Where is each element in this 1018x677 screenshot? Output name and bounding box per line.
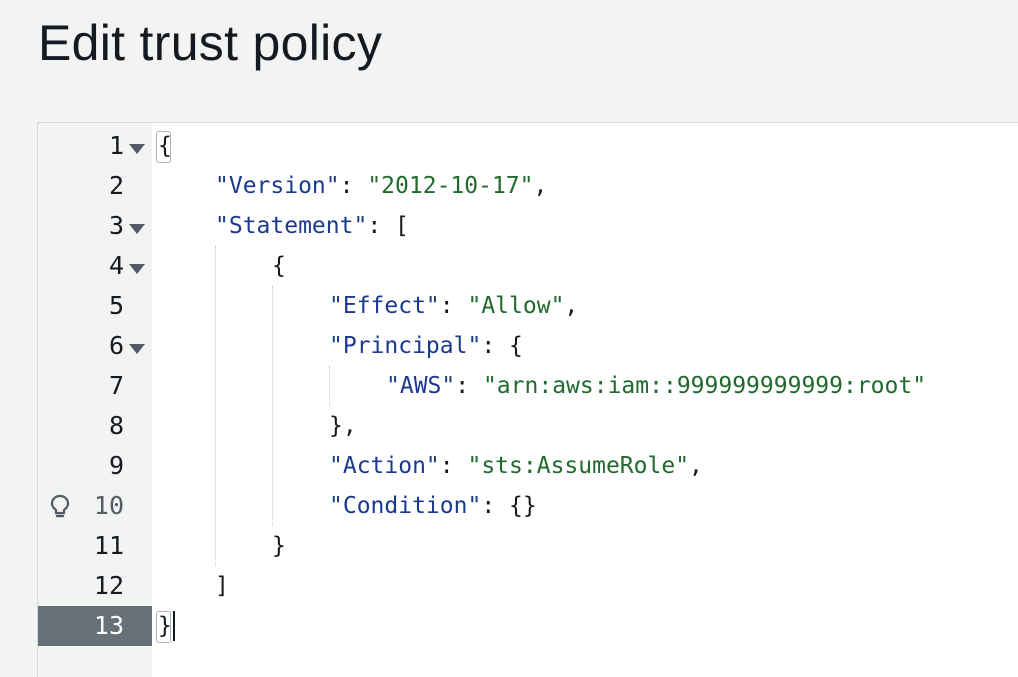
gutter-row: 5 [38,286,152,326]
fold-arrow-icon[interactable] [129,144,145,154]
code-line[interactable]: "AWS": "arn:aws:iam::999999999999:root" [386,366,926,406]
editor-code-area[interactable]: {"Version": "2012-10-17","Statement": [{… [152,123,1018,677]
json-punctuation: : [455,373,483,399]
json-string: "arn:aws:iam::999999999999:root" [482,373,927,399]
code-line[interactable]: } [272,526,286,566]
code-line[interactable]: ] [215,566,229,606]
json-punctuation: : [ [367,213,409,239]
json-punctuation: ] [215,573,229,599]
code-line[interactable]: { [272,246,286,286]
json-key: "Condition" [329,493,482,519]
json-punctuation: , [533,173,548,199]
line-number: 1 [108,131,124,160]
gutter-row: 13 [38,606,152,646]
gutter-row: 2 [38,166,152,206]
line-number: 2 [108,171,124,200]
code-line[interactable]: "Condition": {} [329,486,537,526]
code-line[interactable]: "Principal": { [329,326,523,366]
json-string: "sts:AssumeRole" [467,453,690,479]
json-punctuation: } [158,613,172,639]
code-line[interactable]: }, [329,406,357,446]
gutter-row: 10 [38,486,152,526]
json-punctuation: }, [329,413,357,439]
line-number: 9 [108,451,124,480]
json-punctuation: : { [481,333,523,359]
json-punctuation: : [339,173,368,199]
line-number: 6 [108,331,124,360]
json-punctuation: , [689,453,703,479]
indent-guide [272,286,273,526]
bracket-match-highlight [156,611,171,643]
gutter-row: 12 [38,566,152,606]
line-number: 4 [108,251,124,280]
fold-arrow-icon[interactable] [129,344,145,354]
code-line[interactable]: "Version": "2012-10-17", [215,166,547,206]
gutter-row: 4 [38,246,152,286]
gutter-row: 1 [38,126,152,166]
line-number: 13 [93,611,124,640]
line-number: 5 [108,291,124,320]
json-string: "2012-10-17" [367,173,534,199]
gutter-row: 3 [38,206,152,246]
gutter-row: 7 [38,366,152,406]
line-number: 11 [93,531,124,560]
code-line[interactable]: "Effect": "Allow", [329,286,578,326]
code-line[interactable]: "Statement": [ [215,206,409,246]
json-punctuation: { [272,253,286,279]
lightbulb-icon[interactable] [50,494,70,520]
line-number: 7 [108,371,124,400]
json-punctuation: { [158,133,172,159]
json-string: "Allow" [467,293,565,319]
indent-guide [215,246,216,566]
json-punctuation: } [272,533,286,559]
json-key: "Principal" [329,333,482,359]
gutter-row: 6 [38,326,152,366]
fold-arrow-icon[interactable] [129,264,145,274]
code-line[interactable]: { [158,126,172,166]
json-punctuation: : [439,293,468,319]
json-key: "AWS" [386,373,456,399]
gutter-row: 9 [38,446,152,486]
gutter-row: 8 [38,406,152,446]
line-number: 10 [93,491,124,520]
gutter-row: 11 [38,526,152,566]
indent-guide [329,366,330,406]
json-punctuation: , [564,293,579,319]
json-punctuation: : [439,453,468,479]
line-number: 3 [108,211,124,240]
bracket-match-highlight [156,131,171,163]
json-key: "Effect" [329,293,440,319]
fold-arrow-icon[interactable] [129,224,145,234]
json-key: "Action" [329,453,440,479]
json-punctuation: : {} [481,493,537,519]
code-line[interactable]: } [158,606,172,646]
page-title: Edit trust policy [38,15,383,71]
code-line[interactable]: "Action": "sts:AssumeRole", [329,446,703,486]
json-key: "Statement" [215,213,368,239]
text-cursor [173,611,175,641]
line-number: 12 [93,571,124,600]
line-number: 8 [108,411,124,440]
json-key: "Version" [215,173,340,199]
